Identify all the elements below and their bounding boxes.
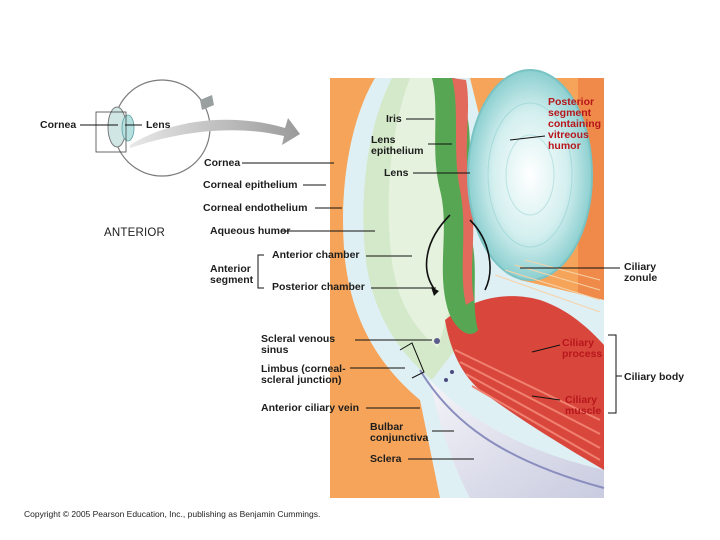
bulbar-conjunctiva-line (419, 369, 605, 489)
label-corneal-endothelium: Corneal endothelium (203, 202, 308, 214)
label-scleral-venous-sinus: Scleral venous sinus (261, 333, 336, 356)
aqueous-flow-arrow (425, 214, 451, 291)
label-cornea: Cornea (204, 157, 241, 169)
sclera-band (430, 380, 604, 498)
aqueous-flow-arrow (469, 219, 491, 291)
ciliary-muscle-stripes (454, 349, 601, 461)
vein-dot (444, 378, 448, 382)
label-ciliary-process: Ciliary process (562, 337, 603, 360)
label-cornea-small: Cornea (40, 119, 77, 131)
label-anterior-chamber: Anterior chamber (272, 249, 360, 261)
label-lens-epithelium: Lens epithelium (371, 134, 424, 157)
lens-ring (487, 102, 573, 248)
ciliary-zonule-fibers (494, 259, 601, 313)
label-lens: Lens (384, 167, 409, 179)
label-anterior: ANTERIOR (104, 227, 166, 239)
lens-shape (467, 69, 593, 281)
vein-dot (450, 370, 454, 374)
zoom-arrow (130, 118, 300, 148)
label-ciliary-muscle: Ciliary muscle (565, 394, 602, 417)
copyright-notice: Copyright © 2005 Pearson Education, Inc.… (24, 509, 321, 519)
label-sclera: Sclera (370, 453, 402, 465)
whole-eye-icon (95, 79, 214, 177)
label-lens-small: Lens (146, 119, 171, 131)
label-ciliary-body: Ciliary body (624, 371, 685, 383)
iris-pigment (452, 78, 474, 305)
label-anterior-segment: Anterior segment (210, 263, 254, 286)
label-iris: Iris (386, 113, 402, 125)
label-limbus: Limbus (corneal- scleral junction) (261, 363, 346, 386)
scleral-venous-sinus-dot (434, 338, 440, 344)
label-corneal-epithelium: Corneal epithelium (203, 179, 298, 191)
label-anterior-ciliary-vein: Anterior ciliary vein (261, 402, 360, 414)
leader-lines (80, 118, 622, 460)
label-aqueous-humor: Aqueous humor (210, 225, 291, 237)
arrowhead (431, 287, 439, 296)
label-ciliary-zonule: Ciliary zonule (624, 261, 658, 284)
label-posterior-chamber: Posterior chamber (272, 281, 365, 293)
label-posterior-segment: Posterior segment containing vitreous hu… (548, 96, 602, 152)
lens-ring (505, 134, 555, 216)
label-bulbar-conjunctiva: Bulbar conjunctiva (370, 421, 429, 444)
